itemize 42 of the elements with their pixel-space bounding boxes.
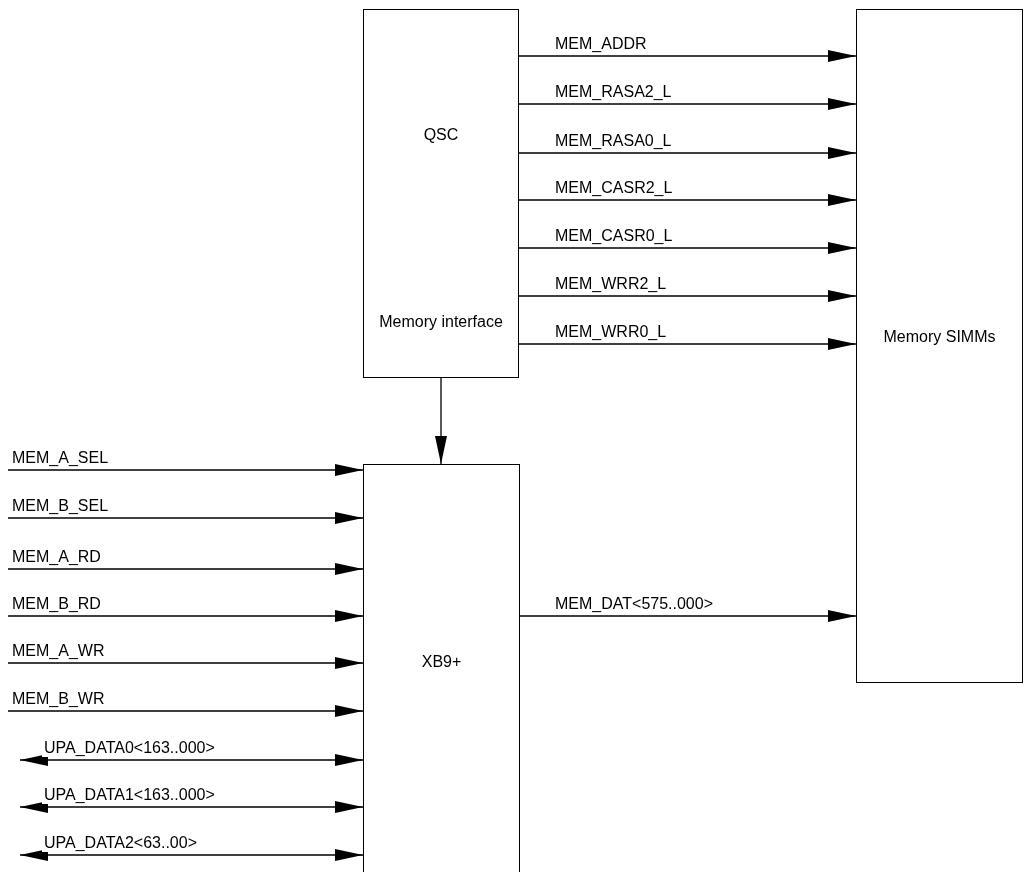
signal-label: MEM_A_SEL — [10, 448, 111, 467]
block-box — [363, 464, 520, 872]
block-box — [856, 9, 1023, 683]
signal-label: MEM_RASA0_L — [553, 131, 674, 150]
arrow — [7, 563, 364, 575]
signal-label: MEM_A_WR — [10, 641, 107, 660]
block-label: XB9+ — [420, 652, 463, 672]
signal-label: MEM_CASR0_L — [553, 226, 675, 245]
signal-label: MEM_WRR2_L — [553, 274, 669, 293]
arrow — [518, 290, 857, 302]
arrow — [518, 147, 857, 159]
signal-label: MEM_ADDR — [553, 34, 649, 53]
arrow — [518, 50, 857, 62]
double-arrow — [19, 754, 364, 766]
signal-label: MEM_RASA2_L — [553, 82, 674, 101]
signal-label: MEM_B_RD — [10, 594, 103, 613]
arrow — [518, 98, 857, 110]
double-arrow — [19, 801, 364, 813]
block-label: Memory interface — [378, 312, 504, 332]
signal-label: MEM_DAT<575..000> — [553, 594, 715, 613]
arrow — [7, 657, 364, 669]
signal-label: MEM_A_RD — [10, 547, 103, 566]
signal-label: UPA_DATA1<163..000> — [42, 785, 217, 804]
arrow — [518, 338, 857, 350]
signal-label: UPA_DATA0<163..000> — [42, 738, 217, 757]
block-label: Memory SIMMs — [882, 327, 997, 347]
signal-label: MEM_WRR0_L — [553, 322, 669, 341]
signal-label: MEM_CASR2_L — [553, 178, 675, 197]
arrow — [519, 610, 857, 622]
block-box — [363, 9, 519, 378]
arrow — [7, 610, 364, 622]
double-arrow — [19, 849, 364, 861]
arrow — [435, 377, 447, 465]
signal-label: UPA_DATA2<63..00> — [42, 833, 199, 852]
arrow — [518, 194, 857, 206]
arrow — [518, 242, 857, 254]
block-label: QSC — [422, 125, 460, 145]
arrow — [7, 705, 364, 717]
signal-label: MEM_B_WR — [10, 689, 107, 708]
signal-label: MEM_B_SEL — [10, 496, 111, 515]
arrow — [7, 464, 364, 476]
arrow — [7, 512, 364, 524]
